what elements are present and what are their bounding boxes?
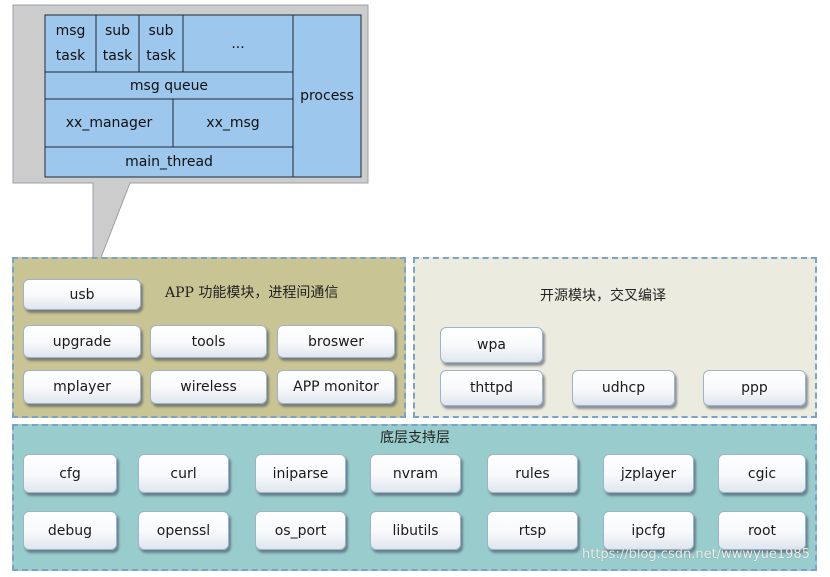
msg-task-line1: msg bbox=[55, 22, 86, 39]
lib-cfg[interactable]: cfg bbox=[23, 454, 117, 493]
process-grid-lines bbox=[45, 15, 294, 177]
module-app-monitor[interactable]: APP monitor bbox=[277, 370, 395, 404]
ellipsis-cell: ... bbox=[231, 35, 245, 52]
base-panel-title: 底层支持层 bbox=[380, 430, 450, 446]
module-usb[interactable]: usb bbox=[23, 279, 141, 310]
process-cell: process bbox=[300, 88, 354, 104]
lib-curl[interactable]: curl bbox=[138, 454, 229, 493]
lib-libutils[interactable]: libutils bbox=[370, 511, 461, 550]
module-wpa[interactable]: wpa bbox=[440, 327, 543, 363]
module-mplayer[interactable]: mplayer bbox=[23, 370, 141, 404]
module-thttpd[interactable]: thttpd bbox=[440, 370, 543, 406]
lib-nvram[interactable]: nvram bbox=[370, 454, 461, 493]
sub-task-cell-1: sub task bbox=[96, 15, 139, 72]
module-wireless[interactable]: wireless bbox=[150, 370, 267, 404]
msg-task-line2: task bbox=[55, 47, 86, 64]
lib-os-port[interactable]: os_port bbox=[255, 511, 346, 550]
sub-task-2-line1: sub bbox=[148, 22, 174, 39]
module-broswer[interactable]: broswer bbox=[277, 325, 395, 358]
lib-jzplayer[interactable]: jzplayer bbox=[603, 454, 694, 493]
lib-rules[interactable]: rules bbox=[487, 454, 578, 493]
sub-task-1-line1: sub bbox=[104, 22, 131, 39]
module-tools[interactable]: tools bbox=[150, 325, 267, 358]
xx-msg-cell: xx_msg bbox=[206, 115, 260, 131]
lib-rtsp[interactable]: rtsp bbox=[487, 511, 578, 550]
app-panel-title: APP 功能模块，进程间通信 bbox=[165, 285, 339, 301]
module-upgrade[interactable]: upgrade bbox=[23, 325, 141, 358]
lib-root[interactable]: root bbox=[718, 511, 806, 550]
lib-openssl[interactable]: openssl bbox=[138, 511, 229, 550]
sub-task-1-line2: task bbox=[102, 47, 133, 64]
module-ppp[interactable]: ppp bbox=[703, 370, 806, 406]
watermark-url: https://blog.csdn.net/wwwyue1985 bbox=[582, 547, 810, 562]
msg-task-cell: msg task bbox=[45, 15, 96, 72]
module-udhcp[interactable]: udhcp bbox=[572, 370, 675, 406]
lib-cgic[interactable]: cgic bbox=[718, 454, 806, 493]
sub-task-2-line2: task bbox=[146, 47, 176, 64]
msg-queue-cell: msg queue bbox=[129, 77, 209, 94]
process-box bbox=[44, 14, 362, 178]
main-thread-cell: main_thread bbox=[125, 154, 213, 170]
sub-task-cell-2: sub task bbox=[139, 15, 183, 72]
lib-ipcfg[interactable]: ipcfg bbox=[603, 511, 694, 550]
xx-manager-cell: xx_manager bbox=[65, 115, 153, 131]
oss-panel-title: 开源模块，交叉编译 bbox=[540, 288, 666, 304]
lib-iniparse[interactable]: iniparse bbox=[255, 454, 346, 493]
lib-debug[interactable]: debug bbox=[23, 511, 117, 550]
